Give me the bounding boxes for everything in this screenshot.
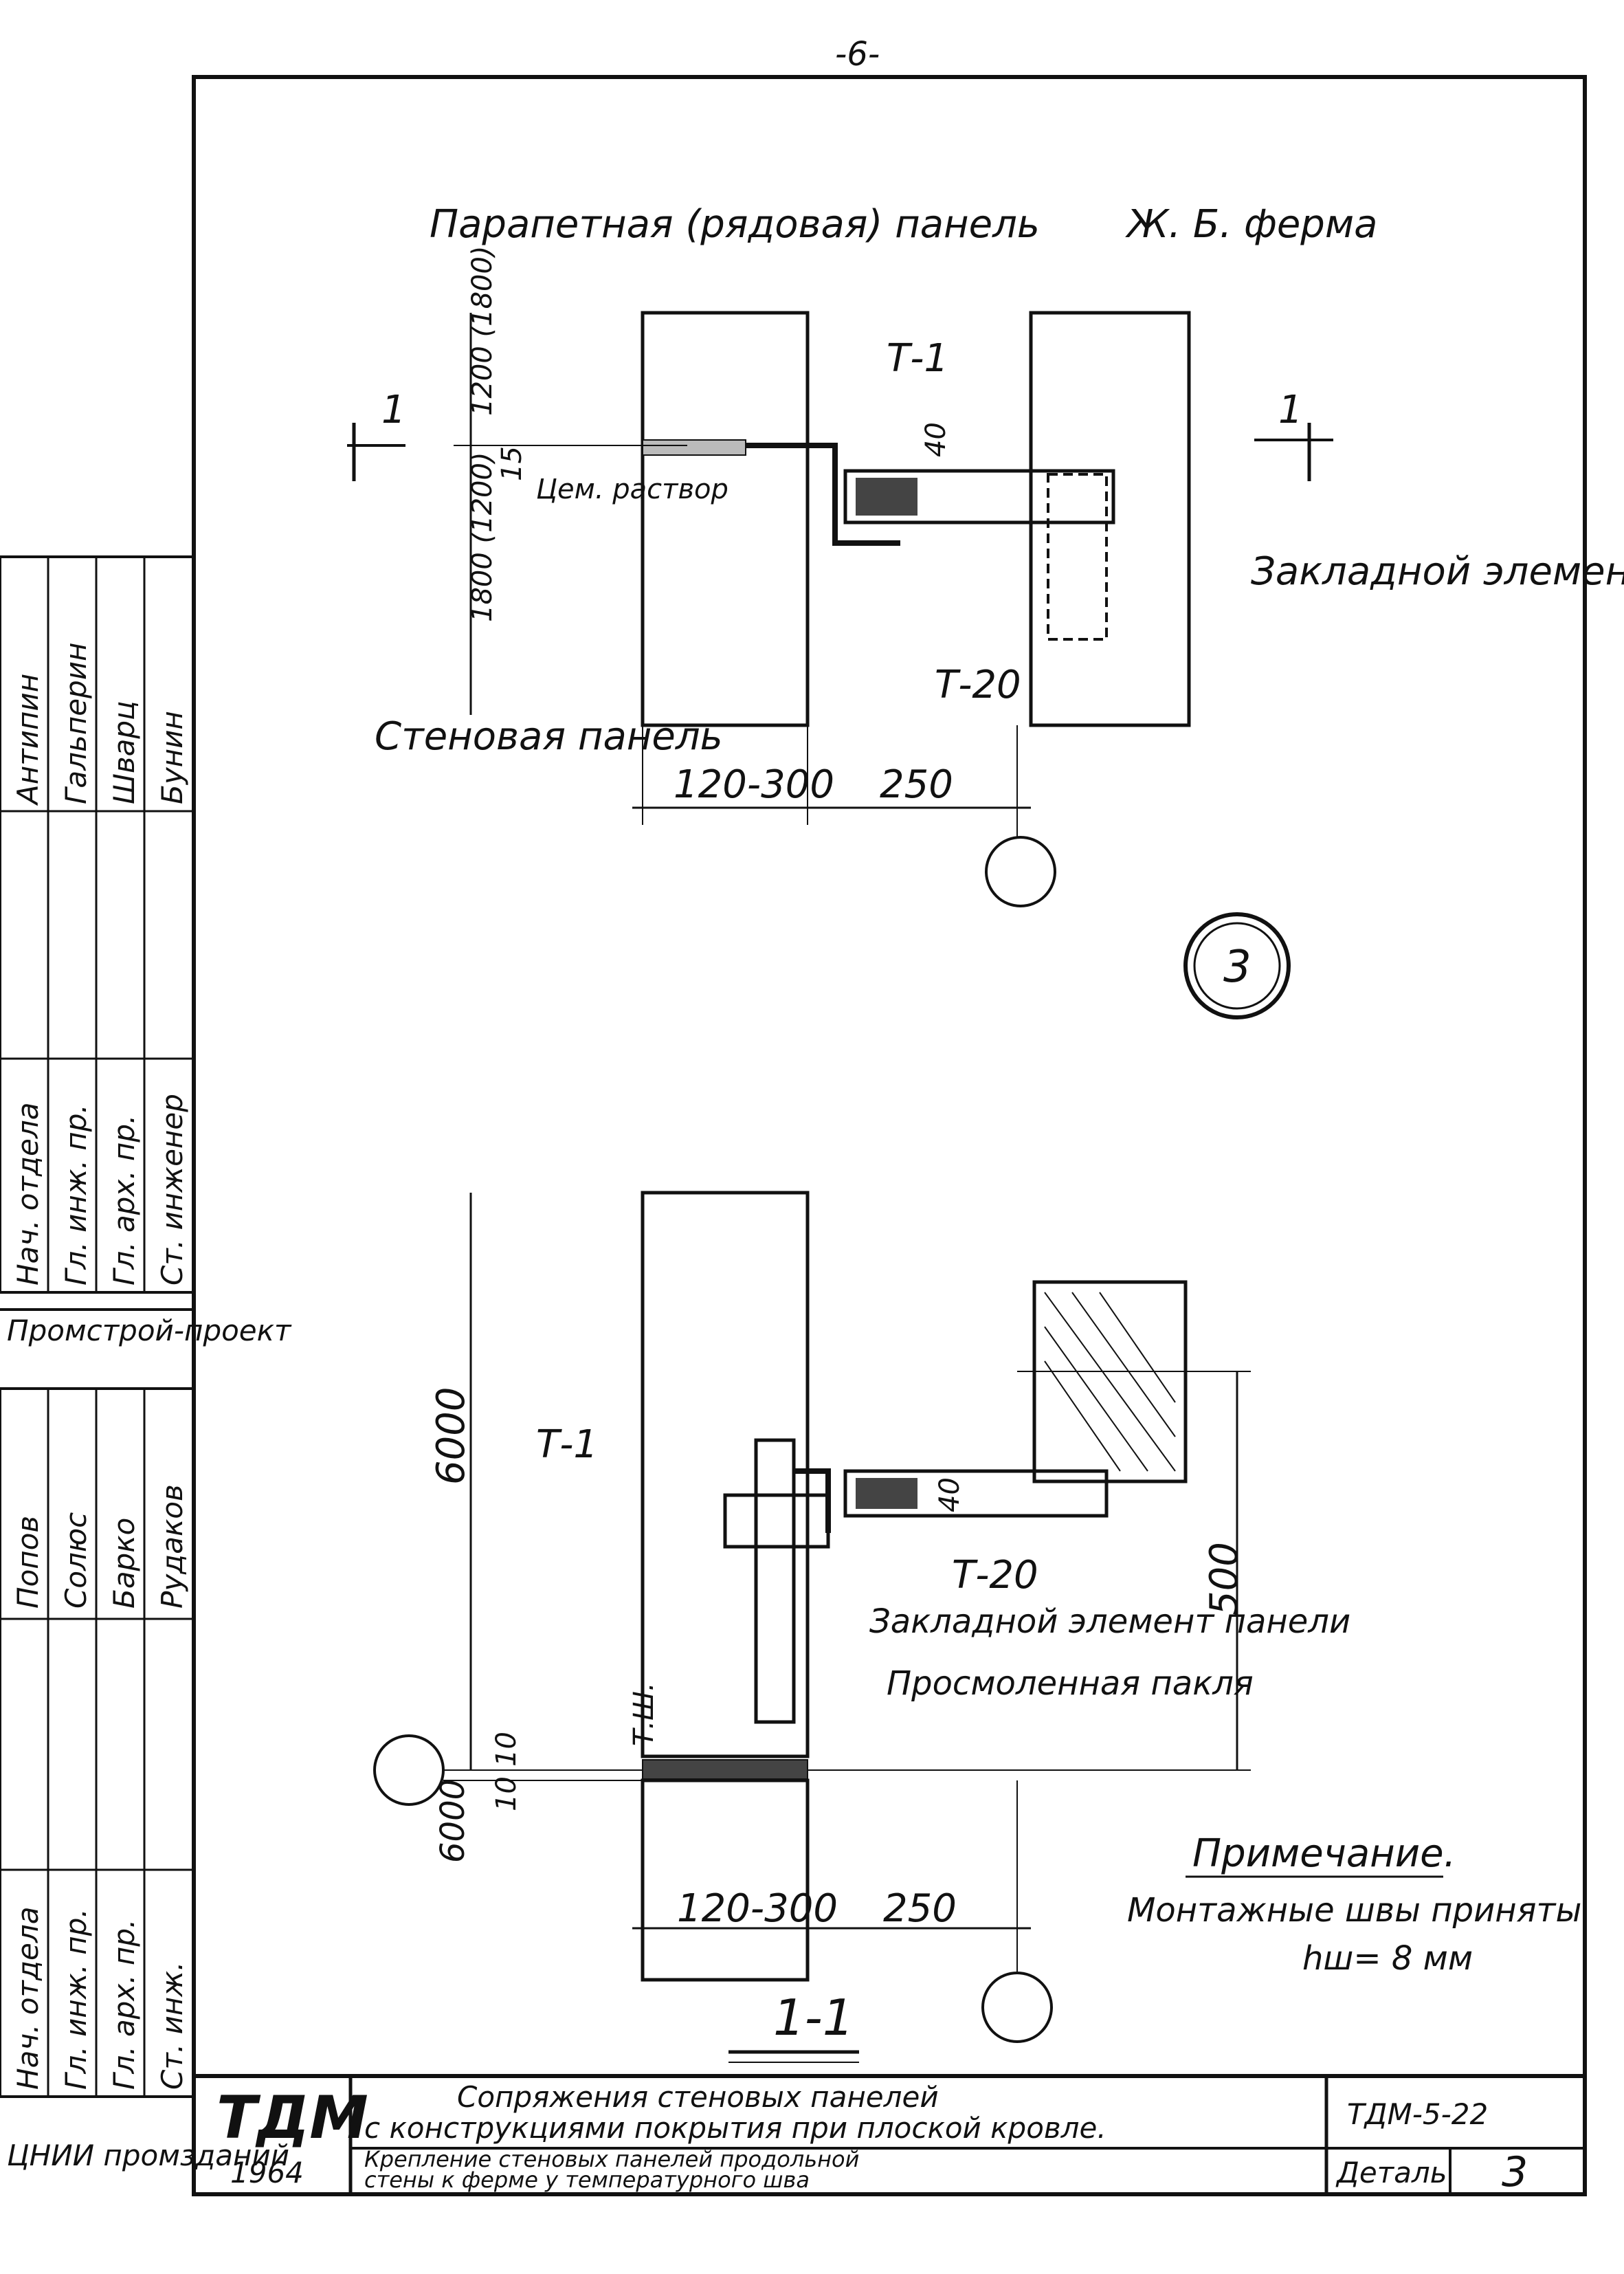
detail-number-circle — [1183, 912, 1291, 1019]
embedded-truss-element — [1047, 473, 1108, 641]
org-bottom: ЦНИИ промзданий — [7, 2139, 289, 2172]
svg-text:Нач. отдела: Нач. отдела — [11, 1907, 45, 2090]
subtitle-line-1: Крепление стеновых панелей продольной — [364, 2146, 859, 2172]
dim-15: 15 — [496, 446, 528, 481]
section-title: 1-1 — [773, 1989, 854, 2046]
org-top: Промстрой-проект — [7, 1314, 292, 1347]
dim-10b: 10 — [491, 1776, 522, 1811]
dim-250-upper: 250 — [880, 762, 953, 807]
dim-1800-1200: 1800 (1200) — [467, 452, 498, 622]
drawing-code: ТДМ-5-22 — [1347, 2097, 1488, 2131]
detail-number: 3 — [1223, 942, 1252, 993]
dim-1200-1800: 1200 (1800) — [467, 245, 498, 416]
svg-text:1: 1 — [1278, 388, 1303, 432]
label-tsh: Т.Ш. — [628, 1682, 660, 1746]
wall-panel-lower — [641, 1191, 810, 1758]
dim-10a: 10 — [491, 1732, 522, 1767]
embedded-panel-plate — [723, 1493, 830, 1549]
wall-panel-lower-2 — [641, 1778, 810, 1982]
label-cement-mortar: Цем. раствор — [536, 474, 728, 505]
label-tarred-tow: Просмоленная пакля — [887, 1664, 1254, 1703]
svg-text:Ст. инженер: Ст. инженер — [155, 1094, 189, 1285]
note: Примечание. Монтажные швы приняты hш= 8 … — [1127, 1831, 1581, 1978]
t20-plate-lower — [843, 1469, 1109, 1518]
tarred-tow — [642, 1759, 808, 1780]
svg-text:Антипин: Антипин — [11, 674, 45, 806]
svg-text:Попов: Попов — [11, 1516, 45, 1609]
dim-6000-top: 6000 — [429, 1387, 474, 1485]
label-parapet-panel: Парапетная (рядовая) панель — [430, 202, 1040, 247]
label-t1-lower: Т-1 — [536, 1422, 598, 1467]
upper-detail: 1 1 Парапетная (рядовая) панель Ж. Б. фе… — [347, 202, 1624, 1019]
label-t20-lower: Т-20 — [952, 1553, 1038, 1598]
note-weld: hш= 8 мм — [1302, 1939, 1473, 1978]
truss-section — [1032, 1280, 1188, 1483]
dim-6000-bottom: 6000 — [434, 1779, 472, 1863]
detail-number-block: 3 — [1502, 2148, 1528, 2196]
svg-text:Гл. инж. пр.: Гл. инж. пр. — [59, 1104, 93, 1285]
dim-500: 500 — [1202, 1542, 1247, 1615]
truss-outline — [1029, 311, 1191, 727]
dim-250-lower: 250 — [883, 1886, 957, 1931]
title-line-1: Сопряжения стеновых панелей — [457, 2080, 939, 2114]
dim-40-lower: 40 — [934, 1477, 966, 1512]
label-embedded-panel: Закладной элемент панели — [869, 1602, 1350, 1641]
year: 1964 — [230, 2156, 304, 2189]
side-stamp: Антипин Гальперин Шварц Бунин Нач. отдел… — [0, 555, 292, 2172]
wall-panel-outline — [641, 311, 810, 727]
detail-label: Деталь — [1335, 2156, 1447, 2189]
t20-weld-hatch-lower — [856, 1478, 917, 1509]
svg-text:Барко: Барко — [107, 1518, 141, 1609]
axis-marker-lower — [981, 1972, 1053, 2043]
subtitle-line-2: стены к ферме у температурного шва — [364, 2167, 810, 2193]
label-t20-upper: Т-20 — [935, 663, 1021, 707]
note-title: Примечание. — [1192, 1831, 1456, 1876]
cement-mortar-joint — [642, 439, 746, 456]
title-block: ТДМ 1964 Сопряжения стеновых панелей с к… — [194, 2074, 1585, 2196]
svg-text:Ст. инж.: Ст. инж. — [155, 1962, 189, 2090]
axis-marker-left — [373, 1734, 445, 1806]
svg-text:Гальперин: Гальперин — [59, 643, 93, 804]
svg-text:1: 1 — [381, 388, 406, 432]
label-truss: Ж. Б. ферма — [1125, 202, 1377, 247]
svg-text:Рудаков: Рудаков — [155, 1484, 189, 1609]
logo: ТДМ — [216, 2084, 368, 2152]
page-number: -6- — [835, 35, 880, 74]
title-line-2: с конструкциями покрытия при плоской кро… — [364, 2111, 1106, 2145]
t1-angle-lower — [794, 1468, 831, 1533]
label-embedded-truss: Закладной элемент фермы — [1251, 549, 1624, 594]
svg-text:Нач. отдела: Нач. отдела — [11, 1103, 45, 1285]
dim-120-300-lower: 120-300 — [677, 1886, 838, 1931]
t20-weld-hatch — [856, 478, 917, 516]
dim-120-300-upper: 120-300 — [674, 762, 834, 807]
t20-plate — [843, 469, 1115, 525]
lower-detail: Т-1 Т-20 40 6000 500 Закладной элемент п… — [373, 1191, 1350, 2063]
label-wall-panel: Стеновая панель — [375, 714, 723, 759]
svg-text:Солюс: Солюс — [59, 1512, 93, 1609]
axis-marker-upper — [985, 836, 1056, 907]
label-t1-upper: Т-1 — [887, 336, 948, 381]
embedded-panel-element — [754, 1438, 796, 1724]
svg-text:Шварц: Шварц — [107, 700, 141, 804]
dim-40: 40 — [920, 422, 952, 457]
note-text: Монтажные швы приняты — [1127, 1891, 1581, 1930]
svg-text:Гл. арх. пр.: Гл. арх. пр. — [107, 1115, 141, 1285]
t1-angle — [746, 443, 900, 546]
svg-text:Бунин: Бунин — [155, 711, 189, 804]
svg-text:Гл. инж. пр.: Гл. инж. пр. — [59, 1908, 93, 2090]
svg-text:Гл. арх. пр.: Гл. арх. пр. — [107, 1919, 141, 2090]
